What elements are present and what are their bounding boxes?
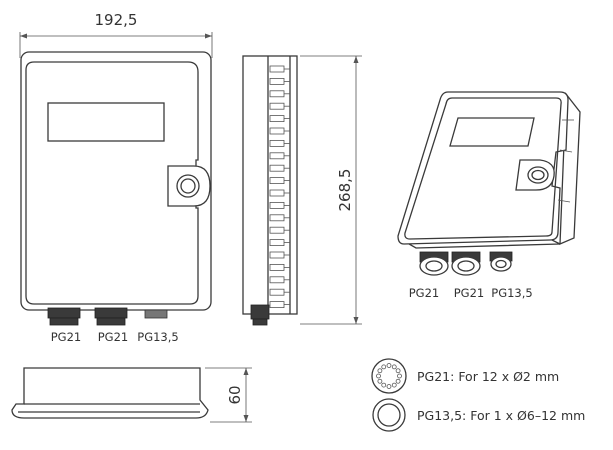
cable-hole	[386, 363, 392, 368]
front-lock-icon	[176, 174, 200, 198]
iso-gland-label-2: PG21	[454, 286, 484, 300]
cable-hole	[395, 368, 401, 374]
cable-hole	[391, 382, 397, 388]
side-view	[242, 55, 298, 326]
iso-label-window	[449, 117, 535, 147]
front-gland-label-1: PG21	[51, 330, 81, 344]
front-gland-label-2: PG21	[98, 330, 128, 344]
front-gland-label-3: PG13,5	[137, 330, 178, 344]
iso-latch	[515, 159, 555, 191]
iso-gland-pg13	[489, 251, 513, 272]
front-latch	[167, 165, 211, 207]
cable-hole	[381, 382, 387, 388]
side-ribs	[269, 65, 290, 309]
front-gland-pg21-1	[47, 307, 81, 326]
iso-gland-label-3: PG13,5	[491, 286, 532, 300]
legend: PG21: For 12 x Ø2 mm PG13,5: For 1 x Ø6–…	[371, 358, 585, 432]
cable-hole	[377, 378, 383, 384]
legend-pg13-text: PG13,5: For 1 x Ø6–12 mm	[417, 408, 585, 423]
height-label: 268,5	[336, 169, 354, 212]
front-label-window	[47, 102, 165, 142]
front-gland-pg13	[144, 309, 168, 319]
depth-dimension: 60	[205, 367, 252, 423]
cable-hole	[395, 378, 401, 384]
cable-hole	[377, 368, 383, 374]
iso-lock-icon	[527, 166, 549, 184]
isometric-view: PG21 PG21 PG13,5	[397, 91, 581, 300]
pg13-gland-icon	[372, 398, 406, 432]
side-gland	[250, 304, 270, 320]
iso-gland-pg21-1	[419, 251, 449, 276]
depth-label: 60	[226, 385, 244, 404]
pg21-gland-icon	[371, 358, 407, 394]
bottom-view	[11, 367, 209, 419]
cable-hole	[391, 364, 397, 370]
cable-hole	[381, 364, 387, 370]
legend-pg21-text: PG21: For 12 x Ø2 mm	[417, 369, 559, 384]
front-view: PG21 PG21 PG13,5	[20, 51, 212, 344]
height-dimension: 268,5	[300, 55, 362, 325]
width-dimension: 192,5	[19, 11, 213, 58]
cable-hole	[397, 373, 402, 379]
iso-gland-pg21-2	[451, 251, 481, 276]
front-gland-pg21-2	[94, 307, 128, 326]
cable-hole	[386, 384, 392, 389]
iso-gland-label-1: PG21	[409, 286, 439, 300]
width-label: 192,5	[95, 11, 138, 29]
cable-hole	[376, 373, 381, 379]
